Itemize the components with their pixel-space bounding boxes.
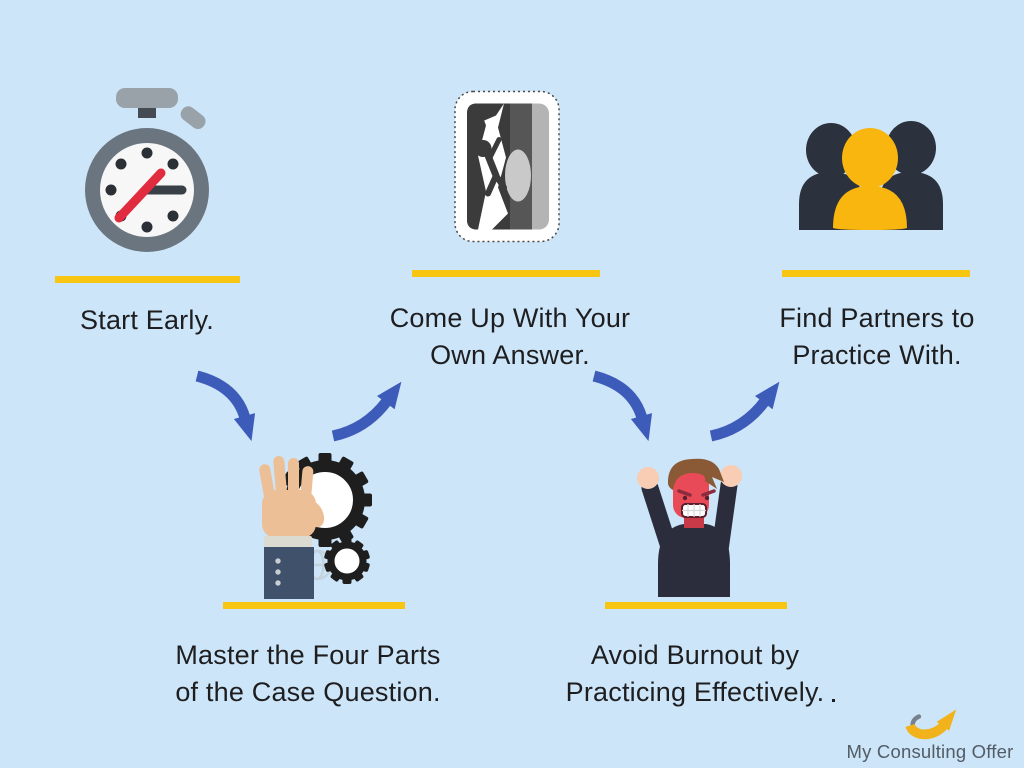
step-label-start-early: Start Early. [17,302,277,339]
step-label-line: Master the Four Parts [175,640,441,670]
step-label-find-partners: Find Partners to Practice With. [722,300,1024,374]
step-label-avoid-burnout: Avoid Burnout by Practicing Effectively. [540,637,850,711]
accent-underline [223,602,405,609]
accent-underline [412,270,600,277]
step-label-line: Find Partners to [779,303,975,333]
step-label-line: Practicing Effectively. [565,677,825,707]
accent-underline [55,276,240,283]
stopwatch-icon [72,88,222,256]
arrow-answer-to-burnout [592,370,653,442]
accent-underline [605,602,787,609]
step-label-line: Own Answer. [430,340,590,370]
step-label-line: Come Up With Your [389,303,631,333]
arrow-start-to-master [195,370,256,442]
step-label-line: of the Case Question. [175,677,441,707]
step-label-own-answer: Come Up With Your Own Answer. [355,300,665,374]
hand-gears-icon [222,448,407,603]
team-icon [793,120,963,230]
stressed-person-icon [612,452,782,597]
logo-swoosh-icon [905,709,957,740]
step-label-line: Avoid Burnout by [590,640,800,670]
step-label-line: Start Early. [80,305,214,335]
brand-name: My Consulting Offer [846,741,1014,762]
step-label-master-four-parts: Master the Four Parts of the Case Questi… [153,637,463,711]
rock-climber-icon [452,86,562,246]
arrow-master-to-answer [331,381,402,442]
accent-underline [782,270,970,277]
step-label-line: Practice With. [792,340,962,370]
brand-logo: My Consulting Offer [838,699,1022,765]
arrow-burnout-to-partners [709,381,780,442]
speck [832,699,835,702]
